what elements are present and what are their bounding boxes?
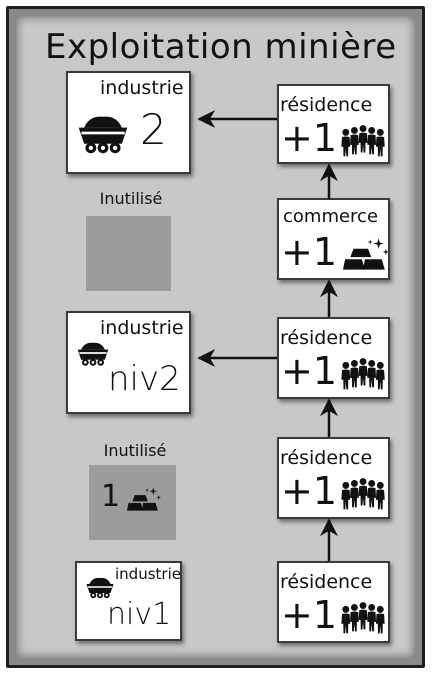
gold-value: 1 — [101, 479, 121, 514]
bonus-value: +1 — [281, 349, 338, 393]
mine-cart-icon — [78, 116, 128, 154]
people-icon — [341, 601, 387, 635]
card-label: industrie — [100, 77, 184, 99]
mining-panel: Exploitation minière industrie 2 Inutili… — [6, 6, 425, 668]
arrow-up-connector — [320, 163, 338, 199]
card-label: résidence — [280, 327, 373, 349]
arrow-left-connector — [197, 110, 277, 128]
arrow-left-connector — [197, 349, 277, 367]
card-label: résidence — [280, 94, 373, 116]
mine-cart-icon — [86, 577, 114, 599]
industry-card-mid[interactable]: industrie niv2 — [66, 311, 191, 414]
people-icon — [341, 124, 387, 158]
bonus-value: +1 — [281, 230, 338, 274]
industry-level: niv1 — [107, 597, 172, 632]
card-label: industrie — [115, 565, 181, 583]
gold-bars-icon — [127, 487, 161, 511]
residence-card-2[interactable]: résidence +1 — [277, 317, 390, 399]
commerce-card[interactable]: commerce +1 — [277, 198, 390, 280]
bonus-value: +1 — [281, 593, 338, 637]
residence-card-4[interactable]: résidence +1 — [277, 561, 390, 643]
industry-value: 2 — [140, 105, 167, 154]
unused-label: Inutilisé — [103, 441, 167, 460]
gold-bars-icon — [343, 238, 388, 270]
unused-slot[interactable] — [86, 216, 171, 291]
mine-cart-icon — [77, 342, 109, 366]
unused-label: Inutilisé — [99, 189, 163, 208]
arrow-up-connector — [320, 398, 338, 437]
industry-card-top[interactable]: industrie 2 — [66, 71, 191, 174]
card-label: commerce — [283, 206, 379, 227]
card-label: résidence — [280, 447, 373, 469]
industry-level: niv2 — [108, 359, 181, 399]
unused-slot-gold[interactable]: 1 — [89, 465, 176, 540]
panel-title: Exploitation minière — [45, 27, 397, 67]
card-label: résidence — [280, 571, 373, 593]
industry-card-bottom[interactable]: industrie niv1 — [75, 561, 182, 641]
arrow-up-connector — [320, 518, 338, 561]
bonus-value: +1 — [281, 116, 338, 160]
residence-card-1[interactable]: résidence +1 — [277, 84, 390, 164]
card-label: industrie — [100, 317, 184, 339]
people-icon — [341, 477, 387, 511]
bonus-value: +1 — [281, 469, 338, 513]
residence-card-3[interactable]: résidence +1 — [277, 437, 390, 519]
arrow-up-connector — [320, 279, 338, 317]
people-icon — [341, 357, 387, 391]
